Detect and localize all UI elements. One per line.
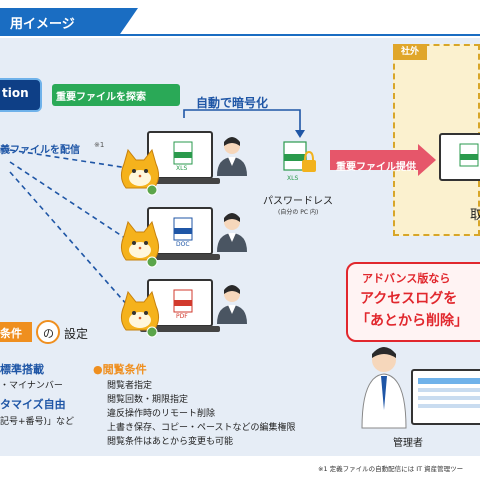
header-title: 用イメージ [10, 17, 75, 32]
provide-label: 重要ファイル提供 [336, 162, 416, 173]
view-conditions-title: ●閲覧条件 [93, 363, 147, 376]
cat-mascot-1 [120, 149, 160, 196]
view-condition-item: 閲覧者指定 [107, 381, 153, 391]
promo-line-3: 「あとから削除」 [356, 313, 468, 329]
standard-feature-label: 標準搭載 [0, 363, 44, 376]
lock-icon [302, 160, 316, 172]
footnote: ※1 定義ファイルの自動配信には IT 資産管理ツー [318, 465, 464, 473]
manager-label: 管理者 [393, 438, 423, 449]
view-condition-item: 違反操作時のリモート削除 [107, 409, 216, 419]
customize-label: タマイズ自由 [0, 398, 66, 411]
partial-right-label: 取 [470, 208, 480, 223]
search-pill [52, 84, 180, 106]
distribution-line-3 [9, 171, 129, 307]
computer-1: XLS [140, 131, 220, 184]
distribute-label: 義ファイルを配信 [0, 145, 80, 156]
person-3 [217, 285, 247, 324]
view-condition-item: 閲覧回数・期限指定 [107, 395, 189, 405]
file-type-doc: DOC [176, 241, 190, 248]
view-condition-item: 上書き保存、コピー・ペーストなどの編集権限 [107, 423, 296, 433]
person-1 [217, 137, 247, 176]
condition-particle: の [43, 327, 54, 340]
symbol-label: 記号+番号)」など [0, 417, 75, 427]
promo-line-2: アクセスログを [360, 291, 458, 307]
mynumber-label: ・マイナンバー [0, 381, 63, 391]
product-badge [0, 78, 42, 112]
password-less-label: パスワードレス [263, 196, 333, 207]
encrypt-label: 自動で暗号化 [196, 96, 269, 110]
encrypted-file-icon: XLS [283, 141, 316, 182]
distribution-line-1 [9, 149, 129, 169]
provide-arrow [330, 144, 436, 176]
header-rule [0, 34, 480, 36]
view-condition-item: 閲覧条件はあとから変更も可能 [107, 437, 234, 447]
person-2 [217, 213, 247, 252]
distribution-line-2 [9, 161, 129, 241]
search-label: 重要ファイルを探索 [56, 92, 146, 103]
condition-box [0, 322, 32, 342]
own-pc-label: (自分の PC 内) [278, 209, 319, 216]
cat-mascot-3 [120, 291, 160, 338]
distribute-footnote-mark: ※1 [94, 141, 105, 149]
file-type-xls-1: XLS [176, 165, 187, 172]
advanced-promo-box [346, 262, 480, 342]
partner-computer [439, 133, 480, 181]
product-badge-text: tion [2, 86, 29, 100]
encrypt-connector [183, 109, 301, 132]
outside-tag: 社外 [393, 44, 427, 60]
manager-illustration [361, 347, 480, 429]
file-type-pdf: PDF [176, 313, 188, 320]
file-type-xls-2: XLS [287, 175, 298, 182]
cat-mascot-2 [120, 221, 160, 268]
header-tab [0, 8, 138, 36]
condition-particle-circle [36, 320, 60, 344]
condition-setting: 設定 [64, 327, 89, 341]
encrypt-arrowhead [295, 130, 305, 138]
promo-line-1: アドバンス版なら [362, 272, 451, 285]
condition-box-text: 条件 [0, 327, 22, 340]
